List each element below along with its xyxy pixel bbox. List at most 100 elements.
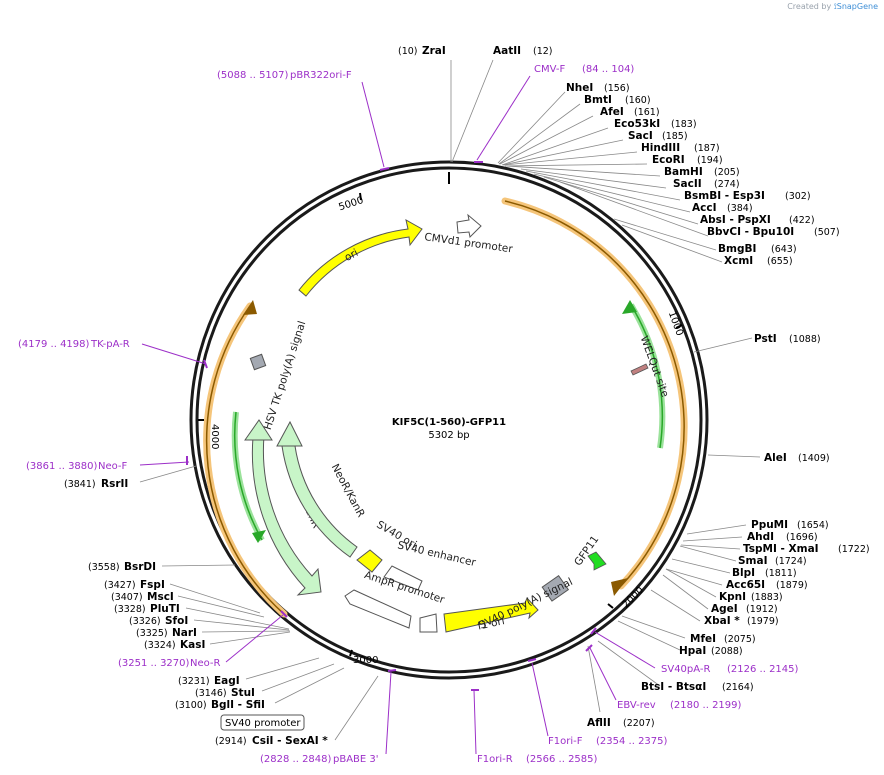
credit-prefix: Created by	[787, 2, 832, 11]
feature-sv40-promoter-box[interactable]: SV40 promoter	[220, 714, 305, 731]
enzyme-csii-sexai[interactable]: (2914) CsiI - SexAI *	[215, 735, 328, 747]
enzyme-xbai[interactable]: XbaI * (1979)	[704, 615, 779, 627]
enzyme-name: EcoRI	[652, 154, 685, 166]
enzyme-bmti[interactable]: BmtI (160)	[584, 94, 651, 106]
primer-name: SV40pA-R	[661, 664, 710, 675]
enzyme-pos: (1696)	[786, 532, 818, 543]
enzyme-afei[interactable]: AfeI (161)	[600, 106, 660, 118]
enzyme-ecori[interactable]: EcoRI (194)	[652, 154, 723, 166]
enzyme-acci[interactable]: AccI (384)	[692, 202, 753, 214]
enzyme-name: PluTI	[150, 603, 180, 615]
tick-1000	[675, 324, 683, 329]
primer-range: (2180 .. 2199)	[670, 700, 742, 711]
primer-sv40pa-r[interactable]: SV40pA-R (2126 .. 2145)	[661, 664, 799, 675]
enzyme-kasi[interactable]: (3324) KasI	[144, 639, 205, 651]
feature-f1-ori[interactable]: f1 ori	[419, 597, 539, 633]
enzyme-name: AfeI	[600, 106, 624, 118]
enzyme-psti[interactable]: PstI (1088)	[754, 333, 821, 345]
enzyme-pos: (3328)	[114, 604, 146, 615]
feature-sv40-polya[interactable]: SV40 poly(A) signal	[477, 575, 575, 632]
enzyme-aatii[interactable]: AatII (12)	[493, 45, 553, 57]
enzyme-aflii[interactable]: AflII (2207)	[587, 717, 655, 729]
enzyme-name: PpuMI	[751, 519, 788, 531]
snapgene-credit: Created by ⟟SnapGene	[787, 2, 878, 12]
enzyme-saci[interactable]: SacI (185)	[628, 130, 688, 142]
enzyme-rsrii[interactable]: (3841) RsrII	[64, 478, 128, 490]
feature-hsv-tk-polya[interactable]: HSV TK poly(A) signal	[249, 320, 308, 432]
plasmid-length: 5302 bp	[428, 430, 469, 441]
primer-f1ori-f[interactable]: F1ori-F (2354 .. 2375)	[548, 736, 668, 747]
enzyme-acc65i[interactable]: Acc65I (1879)	[726, 579, 808, 591]
enzyme-sacii[interactable]: SacII (274)	[673, 178, 740, 190]
enzyme-pos: (156)	[604, 83, 630, 94]
enzyme-msci[interactable]: (3407) MscI	[111, 591, 174, 603]
enzyme-bsrdi[interactable]: (3558) BsrDI	[88, 561, 156, 573]
primer-pbabe-3[interactable]: (2828 .. 2848) pBABE 3'	[260, 754, 379, 765]
enzyme-agei[interactable]: AgeI (1912)	[711, 603, 778, 615]
enzyme-bgli-sfii[interactable]: (3100) BglI - SfiI	[175, 699, 265, 711]
primer-f1ori-r[interactable]: F1ori-R (2566 .. 2585)	[477, 754, 598, 765]
enzyme-mfei[interactable]: MfeI (2075)	[690, 633, 756, 645]
feature-label-neor-inner: NeoR/KanR	[329, 462, 367, 519]
enzyme-pos: (205)	[714, 167, 740, 178]
enzyme-zrai[interactable]: (10) ZraI	[398, 45, 446, 57]
enzyme-ahdi[interactable]: AhdI (1696)	[747, 531, 818, 543]
feature-welqut-site[interactable]: WELQut site	[630, 334, 671, 399]
enzyme-bmgbi[interactable]: BmgBI (643)	[718, 243, 797, 255]
enzyme-pos: (2914)	[215, 736, 247, 747]
enzyme-pos: (1912)	[746, 604, 778, 615]
enzyme-tspmi-xmai[interactable]: TspMI - XmaI (1722)	[743, 543, 870, 555]
enzyme-nari[interactable]: (3325) NarI	[136, 627, 197, 639]
enzyme-stui[interactable]: (3146) StuI	[195, 687, 255, 699]
enzyme-name: Eco53kI	[614, 118, 660, 130]
primer-neo-r[interactable]: (3251 .. 3270) Neo-R	[118, 658, 221, 669]
feature-cmvd1-promoter[interactable]: CMVd1 promoter	[424, 213, 514, 256]
tick-label-1000: 1000	[666, 310, 685, 338]
primer-cmv-f[interactable]: CMV-F (84 .. 104)	[534, 64, 634, 75]
enzyme-name: RsrII	[101, 478, 128, 490]
enzyme-hindiii[interactable]: HindIII (187)	[641, 142, 720, 154]
feature-label-sv40-enhancer: SV40 enhancer	[396, 539, 477, 569]
enzyme-pos: (507)	[814, 227, 840, 238]
feature-ori[interactable]: ori	[298, 219, 423, 297]
enzyme-nhei[interactable]: NheI (156)	[566, 82, 630, 94]
enzyme-smai[interactable]: SmaI (1724)	[738, 555, 807, 567]
enzyme-pos: (3427)	[104, 580, 136, 591]
enzyme-kpni[interactable]: KpnI (1883)	[719, 591, 783, 603]
enzyme-pluti[interactable]: (3328) PluTI	[114, 603, 180, 615]
enzyme-pos: (3100)	[175, 700, 207, 711]
primer-pbr322ori-f[interactable]: (5088 .. 5107) pBR322ori-F	[217, 70, 352, 81]
feature-label-cmvd1: CMVd1 promoter	[424, 231, 514, 255]
enzyme-bsmbi-esp3i[interactable]: BsmBI - Esp3I (302)	[684, 190, 811, 202]
enzyme-ppumi[interactable]: PpuMI (1654)	[751, 519, 829, 531]
enzyme-hpai[interactable]: HpaI (2088)	[679, 645, 743, 657]
enzyme-fspi[interactable]: (3427) FspI	[104, 579, 165, 591]
primer-name: Neo-R	[190, 658, 221, 669]
enzyme-name: XcmI	[724, 255, 753, 267]
enzyme-btsi-btsai[interactable]: BtsI - BtsαI (2164)	[641, 681, 754, 693]
enzyme-pos: (3325)	[136, 628, 168, 639]
enzyme-name: ZraI	[422, 45, 446, 57]
enzyme-pos: (160)	[625, 95, 651, 106]
enzyme-alei[interactable]: AleI (1409)	[764, 452, 830, 464]
primer-ebv-rev[interactable]: EBV-rev (2180 .. 2199)	[617, 700, 742, 711]
enzyme-sfoi[interactable]: (3326) SfoI	[129, 615, 188, 627]
enzyme-bbvci-bpu10i[interactable]: BbvCI - Bpu10I (507)	[707, 226, 840, 238]
enzyme-absi-pspxi[interactable]: AbsI - PspXI (422)	[700, 214, 815, 226]
primer-tk-pa-r[interactable]: (4179 .. 4198) TK-pA-R	[18, 339, 130, 350]
enzyme-name: AhdI	[747, 531, 774, 543]
enzyme-name: TspMI - XmaI	[743, 543, 819, 555]
feature-gfp11[interactable]: GFP11	[572, 534, 607, 571]
primer-leaders	[139, 75, 656, 755]
enzyme-xcmi[interactable]: XcmI (655)	[724, 255, 793, 267]
enzyme-pos: (643)	[771, 244, 797, 255]
enzyme-bamhi[interactable]: BamHI (205)	[664, 166, 740, 178]
enzyme-eco53ki[interactable]: Eco53kI (183)	[614, 118, 697, 130]
enzyme-name: PstI	[754, 333, 777, 345]
enzyme-eagi[interactable]: (3231) EagI	[178, 675, 240, 687]
enzyme-blpi[interactable]: BlpI (1811)	[732, 567, 797, 579]
primer-neo-f[interactable]: (3861 .. 3880) Neo-F	[26, 461, 128, 472]
feature-neor-kanr-inner[interactable]: NeoR/KanR	[276, 420, 367, 558]
enzyme-name: NheI	[566, 82, 593, 94]
primer-name: F1ori-R	[477, 754, 513, 765]
